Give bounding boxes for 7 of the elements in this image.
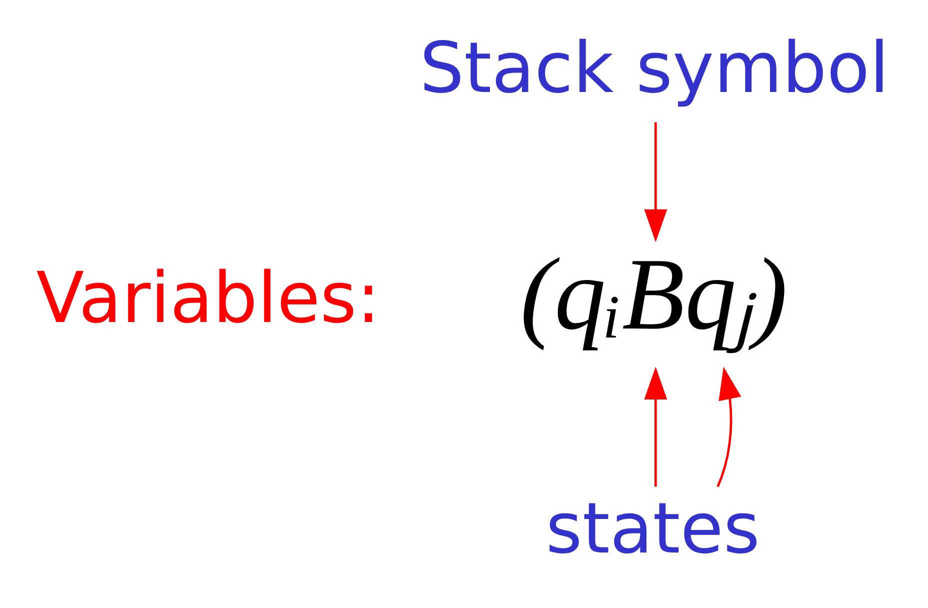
arrow [644,366,668,486]
node-text: Stack symbol [420,26,890,108]
arrow [716,366,742,487]
node-text: states [546,486,760,569]
node-text: (qᵢBqⱼ) [520,236,788,351]
arrow [644,122,668,242]
label: Variables: [36,256,380,339]
